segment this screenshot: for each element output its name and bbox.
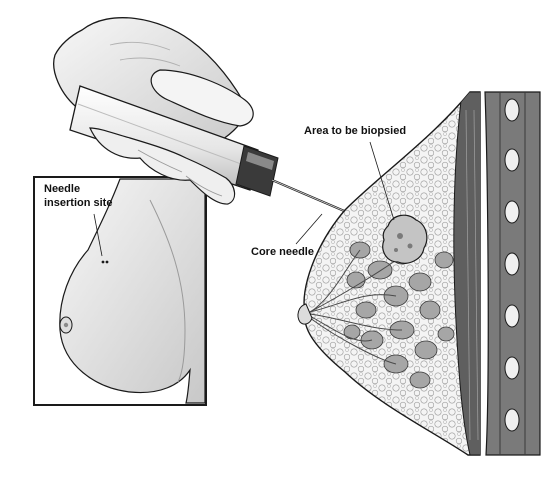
needle-site-line2: insertion site — [44, 197, 113, 209]
insertion-marks — [101, 260, 109, 264]
needle-insertion-site-label: Needle insertion site — [44, 182, 112, 210]
biopsy-mass — [382, 214, 428, 264]
needle-site-line1: Needle — [44, 183, 81, 195]
core-needle-leader — [295, 213, 323, 245]
nipple — [297, 303, 313, 325]
biopsy-area-label: Area to be biopsied — [304, 125, 407, 137]
biopsy-area-leader — [369, 141, 395, 221]
core-needle-label: Core needle — [251, 246, 314, 258]
breast-cross-section — [297, 91, 541, 456]
pectoral-muscle — [453, 92, 480, 455]
needle-site-leader — [93, 213, 103, 257]
ribs — [504, 98, 520, 432]
hand-with-device — [53, 17, 279, 205]
inset-external-view — [33, 176, 207, 406]
